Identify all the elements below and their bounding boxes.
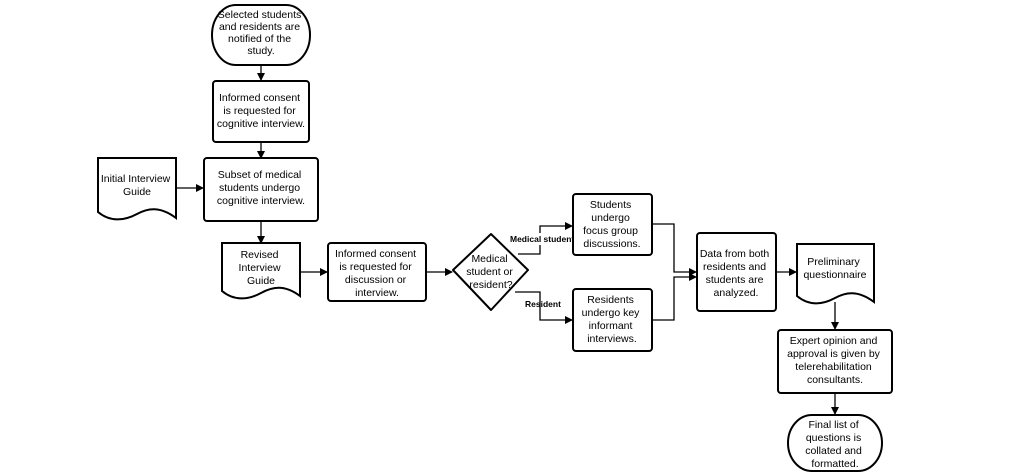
node-final-line: questions is	[806, 432, 861, 444]
node-notified-line: notified of the	[228, 33, 291, 45]
node-expert-text: Expert opinion and approval is given by …	[787, 335, 883, 386]
node-analyzed-text: Data from both residents and students ar…	[700, 248, 772, 299]
node-consent-cognitive-shape	[212, 80, 310, 143]
node-subset-shape	[203, 157, 319, 222]
node-expert-line: telerehabilitation	[795, 361, 872, 373]
arrow-key-informant-to-analysis	[652, 273, 697, 321]
node-final-line: formatted.	[811, 458, 858, 470]
node-consent-discussion-shape	[327, 242, 427, 302]
node-decision-line: Medical	[471, 253, 507, 265]
node-focus-group-text: Students undergo focus group discussions…	[583, 199, 641, 250]
node-key-informant-shape	[572, 288, 653, 352]
node-notified-shape	[211, 4, 311, 66]
node-initial-guide-text: Initial Interview Guide	[101, 173, 173, 198]
node-consent-discussion-line: Informed consent	[335, 248, 416, 260]
node-expert-line: Expert opinion and	[790, 335, 878, 347]
edge-label-bg-medical-student	[507, 233, 575, 245]
node-analyzed-line: students are	[706, 274, 764, 286]
node-initial-guide-shape	[97, 157, 177, 221]
node-decision-text: Medical student or resident?	[466, 253, 516, 291]
node-subset-line: students undergo	[219, 182, 300, 194]
node-consent-cognitive-text: Informed consent is requested for cognit…	[217, 92, 305, 130]
node-final-text: Final list of questions is collated and …	[805, 419, 865, 470]
node-expert-line: consultants.	[807, 374, 863, 386]
node-expert-shape	[777, 329, 893, 394]
node-analyzed-line: analyzed.	[714, 287, 759, 299]
node-consent-discussion-line: discussion or	[345, 274, 407, 286]
node-consent-cognitive-line: is requested for	[223, 105, 296, 117]
node-revised-guide-line: Guide	[247, 275, 275, 287]
node-preliminary-shape	[796, 243, 875, 305]
node-consent-cognitive-line: cognitive interview.	[217, 118, 305, 130]
node-focus-group-line: focus group	[583, 225, 638, 237]
node-subset-text: Subset of medical students undergo cogni…	[217, 169, 305, 207]
node-revised-guide-shape	[221, 242, 301, 300]
node-consent-cognitive-line: Informed consent	[219, 92, 300, 104]
node-key-informant-line: Residents	[587, 294, 634, 306]
node-key-informant-line: informant	[589, 320, 633, 332]
connectors	[176, 66, 839, 415]
arrow-focus-group-to-analysis	[652, 223, 697, 276]
node-final-shape	[787, 414, 883, 472]
node-analyzed-shape	[696, 232, 777, 312]
node-decision-line: student or	[466, 266, 513, 278]
node-consent-discussion-text: Informed consent is requested for discus…	[335, 248, 419, 299]
node-revised-guide-line: Revised	[241, 249, 279, 261]
node-consent-discussion-line: interview.	[355, 287, 399, 299]
node-focus-group-line: Students	[590, 199, 631, 211]
node-initial-guide-line: Guide	[123, 186, 151, 198]
node-notified-text: Selected students and residents are noti…	[218, 9, 304, 57]
node-decision-shape	[452, 233, 529, 311]
node-subset-line: cognitive interview.	[217, 195, 305, 207]
node-subset-line: Subset of medical	[218, 169, 301, 181]
node-notified-line: and residents are	[219, 21, 300, 33]
node-initial-guide-line: Initial Interview	[101, 173, 171, 185]
node-preliminary-line: questionnaire	[803, 269, 866, 281]
node-consent-discussion-line: is requested for	[339, 261, 412, 273]
node-revised-guide-text: Revised Interview Guide	[239, 249, 284, 287]
node-key-informant-text: Residents undergo key informant intervie…	[582, 294, 643, 345]
node-final-line: Final list of	[808, 419, 858, 431]
edge-label-resident: Resident	[525, 299, 561, 309]
node-analyzed-line: residents and	[703, 261, 766, 273]
node-expert-line: approval is given by	[787, 348, 881, 360]
node-focus-group-line: undergo	[591, 212, 630, 224]
node-revised-guide-line: Interview	[239, 262, 281, 274]
node-notified-line: study.	[247, 45, 274, 57]
node-analyzed-line: Data from both	[700, 248, 770, 260]
node-key-informant-line: interviews.	[587, 333, 637, 345]
node-decision-line: resident?	[469, 279, 512, 291]
node-preliminary-text: Preliminary questionnaire	[803, 256, 866, 281]
node-final-line: collated and	[805, 445, 862, 457]
node-focus-group-shape	[572, 193, 653, 256]
arrow-decision-to-key-informant	[515, 291, 573, 324]
node-focus-group-line: discussions.	[583, 238, 640, 250]
node-preliminary-line: Preliminary	[807, 256, 860, 268]
node-key-informant-line: undergo key	[582, 307, 641, 319]
node-notified-line: Selected students	[218, 9, 301, 21]
edge-label-medical-student: Medical student	[510, 234, 574, 244]
